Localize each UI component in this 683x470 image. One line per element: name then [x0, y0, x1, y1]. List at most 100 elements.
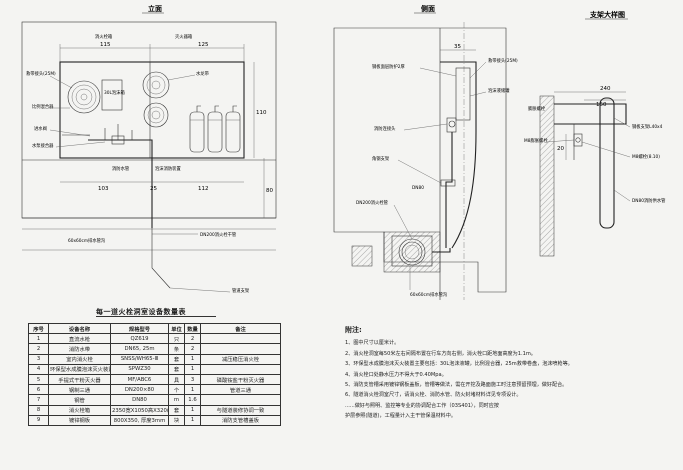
detail-label-2: M8膨胀螺栓: [524, 137, 548, 144]
dim-25: 25: [150, 186, 157, 192]
cell: 环保型水成膜泡沫灭火装置: [48, 363, 111, 375]
cell: 减压稳压消火栓: [200, 353, 281, 365]
dn80-supply-pipe: [599, 97, 615, 229]
cell: 管道三通: [200, 384, 281, 396]
side-view: 侧面 35 钢板面层防护2厚 救带接头(25M) 泡沫液储罐 消防连接头: [333, 4, 518, 300]
label-inlet: 水泵接合器: [32, 142, 54, 149]
foam-reel: [142, 71, 170, 99]
cell: 个: [168, 384, 185, 396]
material-table-title: 每一道火栓洞室设备数量表: [96, 308, 186, 316]
col-header-remark: 备注: [200, 322, 281, 335]
table-row: 9 镀锌钢板 800X350, 厚度3mm 块 1 消防支管槽盖板: [28, 414, 281, 426]
cell: 室内消火栓: [48, 353, 111, 365]
col-header-qty: 数量: [184, 322, 201, 335]
table-row: 6 钢制三通 DN200×80 个 1 管道三通: [28, 384, 281, 396]
cell: 6: [28, 384, 49, 396]
table-row: 4 环保型水成膜泡沫灭火装置 SPWZ30 套 1: [28, 363, 281, 375]
cell: 9: [28, 414, 49, 426]
label-drain: 消防水管: [112, 165, 130, 172]
note-item: 5、消防支管槽采用镀锌钢板盖板，管槽等做法，需在开挖及路面施工时注意预留预埋，做…: [345, 382, 568, 389]
detail-wall: [539, 95, 555, 257]
cell: 1: [184, 384, 201, 396]
cell: 镀锌钢板: [48, 414, 111, 426]
cell: 套: [168, 363, 185, 375]
label-pipe: 进水阀: [34, 125, 47, 132]
detail-label-3: 钢板支架L40x4: [632, 123, 663, 130]
cell: 1: [28, 333, 49, 345]
side-label-3: 角钢支架: [372, 155, 390, 162]
supply-pipe: [88, 139, 153, 228]
label-fire-hose: 水龙带: [196, 70, 210, 77]
table-row: 3 室内消火栓 SNSS/WH65-Ⅲ 套 1 减压稳压消火栓: [28, 353, 281, 365]
cell: 4: [28, 363, 49, 375]
cell: MF/ABC6: [110, 373, 169, 386]
label-bottom: 管道支架: [232, 287, 250, 294]
cell: 3: [28, 353, 49, 365]
material-table-title-underline: [96, 316, 216, 317]
col-header-no: 序号: [28, 322, 49, 335]
cell: 具: [168, 373, 185, 386]
detail-label-1: 膨胀螺栓: [528, 105, 546, 112]
note-item: ......做好与照明、监控等专业的协调配合工作（03S401），同时应按: [345, 402, 499, 409]
note-item: 4、消火栓口处静水压力不得大于0.40Mpa。: [345, 371, 447, 378]
cell: 消火栓箱: [48, 404, 111, 416]
detail-view: 支架大样图 240 150 20 膨胀螺栓 M8膨胀螺栓 钢板支架L40x4 M…: [524, 10, 666, 257]
label-reel: 30L泡沫箱: [104, 89, 125, 96]
hose-reel: [67, 80, 101, 114]
dim-112: 112: [198, 186, 209, 192]
cell: 与隧道装修协调一致: [200, 404, 281, 416]
cell: SPWZ30: [110, 363, 169, 375]
cell: 套: [168, 353, 185, 365]
hose-coil: [143, 102, 169, 128]
label-trench: 60x60cm排水管沟: [68, 237, 105, 244]
detail-label-4: M8螺栓(8.10): [632, 153, 660, 160]
niche-profile: [440, 61, 477, 249]
cell: 7: [28, 394, 49, 406]
note-item: 2、消火栓洞室每50米左右间隔布置在行车方向右侧，消火栓口距地面高度为1.1m。: [345, 350, 536, 357]
dim-20: 20: [557, 146, 564, 152]
cell: [200, 333, 281, 345]
side-label-8: 60x60cm排水管沟: [410, 291, 447, 298]
cell: 3: [184, 373, 201, 386]
label-pump: 泡沫消防装置: [155, 165, 181, 172]
cell: 套: [168, 404, 185, 416]
dim-110: 110: [256, 110, 267, 116]
cell: [200, 343, 281, 355]
detail-label-5: DN80消防供水管: [632, 197, 666, 204]
table-row: 7 钢管 DN80 m 1.6: [28, 394, 281, 406]
dim-150: 150: [596, 102, 607, 108]
cell: [200, 394, 281, 406]
cell: 直流水枪: [48, 333, 111, 345]
label-dn200: DN200消火栓干管: [200, 231, 237, 238]
cell: [200, 363, 281, 375]
col-header-spec: 规格型号: [110, 322, 169, 335]
cell: 块: [168, 414, 185, 426]
cell: m: [168, 394, 185, 406]
dim-80: 80: [266, 188, 273, 194]
cell: QZ619: [110, 333, 169, 345]
side-label-7: 泡沫液储罐: [488, 87, 510, 94]
side-label-4: DN200消火栓管: [356, 199, 389, 206]
side-label-6: 救带接头(25M): [488, 57, 518, 64]
side-wall-outline: [333, 27, 507, 293]
table-row: 1 直流水枪 QZ619 只 2: [28, 333, 281, 345]
cell: 只: [168, 333, 185, 345]
cell: 钢管: [48, 394, 111, 406]
cell: SNSS/WH65-Ⅲ: [110, 353, 169, 365]
col-header-unit: 单位: [168, 322, 185, 335]
table-row: 8 消火栓箱 2350宽X1050高X320(深) 套 1 与隧道装修协调一致: [28, 404, 281, 416]
label-hydrant-box: 消火栓箱: [95, 33, 113, 40]
note-item: 护层参照(隧道)，工程量计入主干管保温材料中。: [345, 413, 456, 420]
front-view: 立面 115 125 消火栓箱 灭火器箱 30L泡沫箱: [21, 4, 277, 294]
side-label-1: 钢板面层防护2厚: [372, 63, 406, 70]
cell: 1: [184, 363, 201, 375]
cell: DN65, 25m: [110, 343, 169, 355]
table-row: 2 消防水带 DN65, 25m 条 2: [28, 343, 281, 355]
label-extinguisher-box: 灭火器箱: [175, 33, 193, 40]
cell: 1: [184, 353, 201, 365]
cell: 磷酸铵盐干粉灭火器: [200, 373, 281, 386]
cell: 8: [28, 404, 49, 416]
cell: DN200×80: [110, 384, 169, 396]
cell: 2350宽X1050高X320(深): [110, 404, 169, 416]
